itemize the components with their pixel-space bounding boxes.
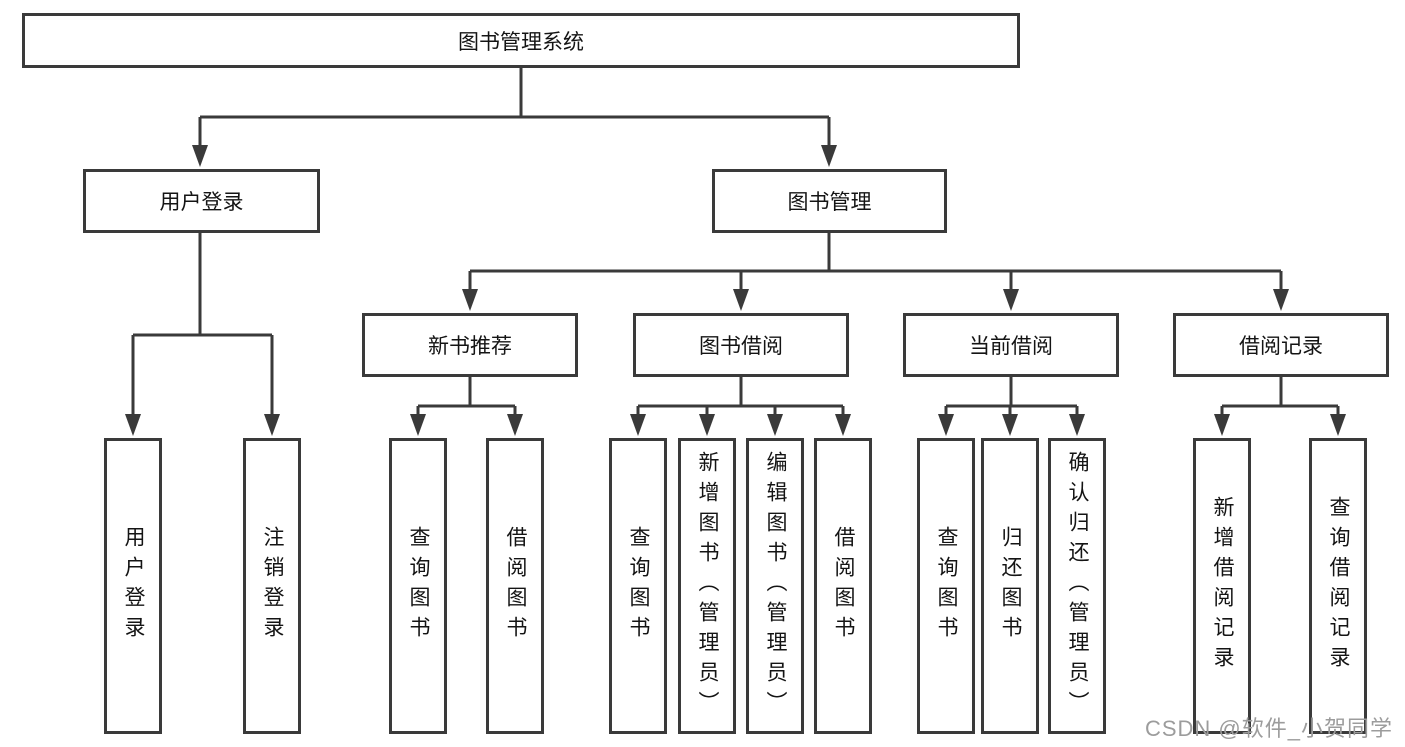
arrow-down-icon — [767, 414, 783, 436]
connector-user-login-to-leaves — [131, 233, 274, 418]
node-borrowing-records-label: 借阅记录 — [1239, 335, 1323, 358]
arrow-down-icon — [1214, 414, 1230, 436]
arrow-down-icon — [938, 414, 954, 436]
node-book-borrowing: 图书借阅 — [633, 313, 849, 377]
arrow-down-icon — [699, 414, 715, 436]
leaf-edit-books-admin-label: 编辑图书（管理员） — [764, 451, 788, 721]
connector-book-management-to-level3 — [468, 233, 1283, 293]
arrow-down-icon — [1330, 414, 1346, 436]
connector-lines — [131, 68, 1340, 418]
node-book-management: 图书管理 — [712, 169, 947, 233]
leaf-query-books-current: 查询图书 — [917, 438, 975, 734]
node-user-login-label: 用户登录 — [159, 191, 244, 214]
node-book-borrowing-label: 图书借阅 — [699, 335, 783, 358]
leaf-return-books-label: 归还图书 — [999, 526, 1023, 646]
arrow-down-icon — [821, 145, 837, 167]
node-current-borrowing-label: 当前借阅 — [969, 335, 1053, 358]
leaf-borrow-books-borrowing: 借阅图书 — [814, 438, 872, 734]
node-root: 图书管理系统 — [22, 13, 1020, 68]
leaf-borrow-books-recommend: 借阅图书 — [486, 438, 544, 734]
arrow-down-icon — [1273, 289, 1289, 311]
node-borrowing-records: 借阅记录 — [1173, 313, 1389, 377]
leaf-edit-books-admin: 编辑图书（管理员） — [746, 438, 804, 734]
arrow-down-icon — [264, 414, 280, 436]
arrow-down-icon — [410, 414, 426, 436]
connector-borrowing-to-leaves — [636, 377, 845, 418]
node-root-label: 图书管理系统 — [458, 30, 584, 54]
arrow-down-icon — [733, 289, 749, 311]
leaf-query-books-current-label: 查询图书 — [935, 526, 959, 646]
leaf-add-borrowing-record-label: 新增借阅记录 — [1211, 496, 1235, 676]
leaf-borrow-books-recommend-label: 借阅图书 — [504, 526, 528, 646]
connector-current-to-leaves — [944, 377, 1079, 418]
leaf-add-books-admin: 新增图书（管理员） — [678, 438, 736, 734]
leaf-query-books-recommend: 查询图书 — [389, 438, 447, 734]
leaf-user-login-label: 用户登录 — [122, 526, 146, 646]
node-book-management-label: 图书管理 — [787, 191, 872, 214]
leaf-add-books-admin-label: 新增图书（管理员） — [696, 451, 720, 721]
arrow-down-icon — [630, 414, 646, 436]
arrow-down-icon — [1069, 414, 1085, 436]
node-user-login: 用户登录 — [83, 169, 320, 233]
arrow-down-icon — [1002, 414, 1018, 436]
arrow-down-icon — [462, 289, 478, 311]
node-new-book-recommendation-label: 新书推荐 — [428, 335, 512, 358]
leaf-logout-label: 注销登录 — [261, 526, 285, 646]
leaf-logout: 注销登录 — [243, 438, 301, 734]
connector-root-to-level2 — [198, 68, 831, 150]
arrow-down-icon — [125, 414, 141, 436]
leaf-borrow-books-borrowing-label: 借阅图书 — [832, 526, 856, 646]
leaf-query-borrowing-record-label: 查询借阅记录 — [1327, 496, 1351, 676]
arrow-down-icon — [507, 414, 523, 436]
connector-records-to-leaves — [1220, 377, 1340, 418]
leaf-return-books: 归还图书 — [981, 438, 1039, 734]
arrow-down-icon — [835, 414, 851, 436]
csdn-watermark: CSDN @软件_小贺同学 — [1144, 716, 1393, 741]
leaf-confirm-return-admin-label: 确认归还（管理员） — [1066, 451, 1090, 721]
arrow-down-icon — [192, 145, 208, 167]
leaf-query-books-borrowing: 查询图书 — [609, 438, 667, 734]
leaf-query-books-borrowing-label: 查询图书 — [627, 526, 651, 646]
arrow-down-icon — [1003, 289, 1019, 311]
node-current-borrowing: 当前借阅 — [903, 313, 1119, 377]
leaf-user-login: 用户登录 — [104, 438, 162, 734]
arrowheads — [125, 145, 1346, 436]
leaf-confirm-return-admin: 确认归还（管理员） — [1048, 438, 1106, 734]
node-new-book-recommendation: 新书推荐 — [362, 313, 578, 377]
leaf-query-borrowing-record: 查询借阅记录 — [1309, 438, 1367, 734]
connector-recommend-to-leaves — [416, 377, 517, 418]
leaf-query-books-recommend-label: 查询图书 — [407, 526, 431, 646]
leaf-add-borrowing-record: 新增借阅记录 — [1193, 438, 1251, 734]
